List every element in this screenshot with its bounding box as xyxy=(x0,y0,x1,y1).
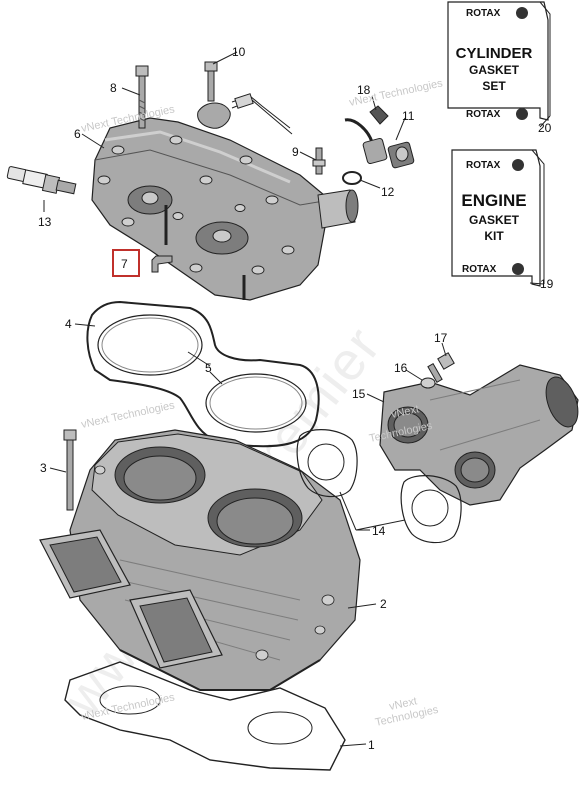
cylinder-kit-brand-top: ROTAX xyxy=(466,8,501,19)
callout-19[interactable]: 19 xyxy=(540,277,554,291)
cylinder-kit-brand-bottom: ROTAX xyxy=(466,109,501,120)
engine-kit-brand-bottom: ROTAX xyxy=(462,264,497,275)
cylinder-head[interactable] xyxy=(91,117,359,301)
callout-2[interactable]: 2 xyxy=(380,597,387,611)
callout-10[interactable]: 10 xyxy=(232,45,246,59)
leader-lines xyxy=(43,51,551,747)
callout-5[interactable]: 5 xyxy=(205,361,212,375)
engine-kit-line2: GASKET xyxy=(469,213,520,227)
cylinder-stud[interactable] xyxy=(63,429,77,511)
exhaust-manifold[interactable] xyxy=(379,364,584,506)
callout-11[interactable]: 11 xyxy=(402,109,415,123)
engine-kit-line3: KIT xyxy=(484,229,504,243)
callout-4[interactable]: 4 xyxy=(65,317,72,331)
temperature-sensor-harness[interactable] xyxy=(197,93,293,135)
elbow-fitting[interactable] xyxy=(151,255,173,273)
engine-kit-line1: ENGINE xyxy=(461,191,526,210)
cylinder-kit-line3: SET xyxy=(482,79,506,93)
rotax-logo-icon-engine xyxy=(512,159,524,171)
o-ring[interactable] xyxy=(342,171,362,185)
watermark-6a: vNext xyxy=(388,695,418,713)
intake-port-left[interactable] xyxy=(39,529,131,599)
callout-1[interactable]: 1 xyxy=(368,738,375,752)
rotax-logo-icon-bottom xyxy=(516,108,528,120)
head-bolt-long[interactable] xyxy=(135,65,149,129)
engine-kit-brand-top: ROTAX xyxy=(466,160,501,171)
manifold-washer[interactable] xyxy=(420,377,436,389)
callout-20[interactable]: 20 xyxy=(538,121,552,135)
callout-17[interactable]: 17 xyxy=(434,331,448,345)
watermark-4a: vNext xyxy=(390,403,420,421)
watermark-3: vNext Technologies xyxy=(80,399,176,431)
cylinder-kit-line1: CYLINDER xyxy=(456,45,533,62)
callout-13[interactable]: 13 xyxy=(38,215,52,229)
callout-18[interactable]: 18 xyxy=(357,83,371,97)
cylinder-kit-line2: GASKET xyxy=(469,63,520,77)
head-bolt-short[interactable] xyxy=(204,61,218,102)
base-gasket-bore-2 xyxy=(247,711,313,745)
callout-15[interactable]: 15 xyxy=(352,387,366,401)
sensor-connector[interactable] xyxy=(344,118,415,169)
exhaust-gasket-upper[interactable] xyxy=(296,429,358,498)
combustion-seal-ring-front[interactable] xyxy=(97,314,203,376)
rotax-logo-icon-engine-bottom xyxy=(512,263,524,275)
combustion-seal-ring-front-inner xyxy=(101,317,199,373)
engine-gasket-kit-card[interactable]: ROTAX ENGINE GASKET KIT ROTAX xyxy=(451,149,545,287)
combustion-seal-ring-rear-inner xyxy=(209,376,303,430)
callout-12[interactable]: 12 xyxy=(381,185,395,199)
callout-8[interactable]: 8 xyxy=(110,81,117,95)
callout-14[interactable]: 14 xyxy=(372,524,386,538)
rotax-logo-icon xyxy=(516,7,528,19)
intake-port-right[interactable] xyxy=(129,589,223,669)
callout-7[interactable]: 7 xyxy=(121,257,128,271)
cylinder-gasket-set-card[interactable]: ROTAX CYLINDER GASKET SET ROTAX xyxy=(447,1,551,121)
callout-9[interactable]: 9 xyxy=(292,145,299,159)
combustion-seal-ring-rear[interactable] xyxy=(205,373,307,433)
callout-6[interactable]: 6 xyxy=(74,127,81,141)
stud[interactable] xyxy=(312,147,326,175)
wire-clip[interactable] xyxy=(369,105,389,125)
callout-3[interactable]: 3 xyxy=(40,461,47,475)
manifold-bolt[interactable] xyxy=(427,352,455,383)
callout-16[interactable]: 16 xyxy=(394,361,408,375)
cylinder-base-gasket[interactable] xyxy=(64,661,346,771)
spark-plug[interactable] xyxy=(6,166,77,195)
highlight-box xyxy=(112,249,140,277)
base-gasket-bore-1 xyxy=(99,685,161,715)
